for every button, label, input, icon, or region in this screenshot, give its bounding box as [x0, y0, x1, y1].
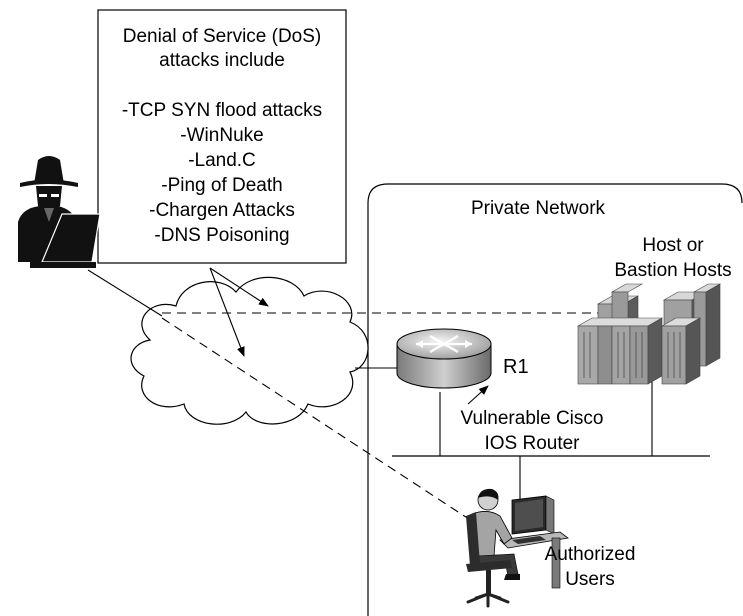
attack-list: -TCP SYN flood attacks -WinNuke -Land.C … — [122, 100, 322, 246]
users-label-line-2: Users — [565, 569, 615, 590]
private-network-boundary — [367, 183, 743, 616]
attack-item: -Chargen Attacks — [149, 200, 295, 221]
internet-cloud — [130, 276, 369, 425]
attack-item: -WinNuke — [180, 125, 263, 146]
attack-item: -Land.C — [188, 150, 256, 171]
attack-item: -Ping of Death — [161, 175, 282, 196]
attack-item: -DNS Poisoning — [154, 225, 289, 246]
attack-item: -TCP SYN flood attacks — [122, 100, 322, 121]
callout-heading-line-1: Denial of Service (DoS) — [123, 26, 322, 47]
router-pointer-arrow — [467, 385, 489, 405]
callout-heading: Denial of Service (DoS) attacks include — [123, 26, 322, 71]
attack-arrow-upper — [209, 267, 269, 307]
authorized-user-icon — [466, 488, 569, 608]
hosts-label-line-1: Host or — [642, 235, 704, 256]
router-name-label: R1 — [503, 356, 529, 378]
bastion-hosts-icon — [576, 283, 722, 385]
attacker-icon — [18, 156, 101, 268]
users-label-line-1: Authorized — [545, 544, 636, 565]
attack-arrow-lower — [209, 267, 245, 357]
hosts-label-line-2: Bastion Hosts — [614, 260, 731, 281]
dos-attacks-callout — [97, 9, 347, 264]
private-network-label: Private Network — [471, 198, 606, 219]
callout-heading-line-2: attacks include — [159, 50, 285, 71]
attacker-link — [87, 269, 163, 317]
router-desc-line-1: Vulnerable Cisco — [461, 408, 604, 429]
router-desc-line-2: IOS Router — [484, 433, 580, 454]
attack-path-to-users — [161, 317, 479, 526]
router-r1-icon — [396, 328, 492, 389]
